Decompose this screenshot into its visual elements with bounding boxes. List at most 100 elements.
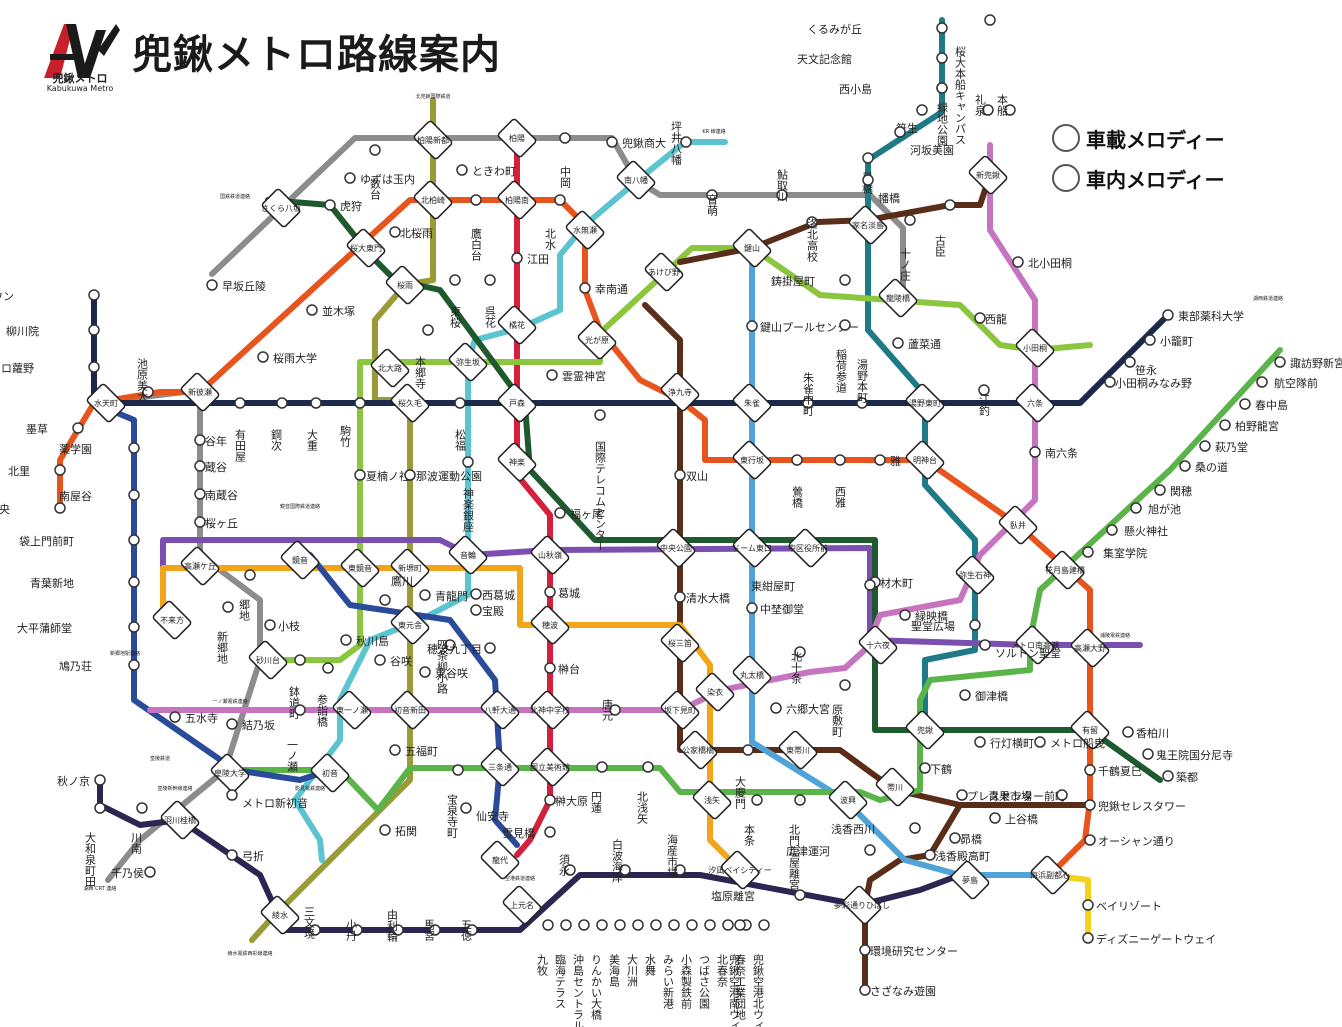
station[interactable]: 北浅矢 xyxy=(636,761,654,825)
station[interactable]: 高瀬ケ丘 xyxy=(180,546,220,586)
station[interactable]: 小枝 xyxy=(264,619,300,633)
station[interactable]: くるみが丘 xyxy=(807,22,948,36)
station[interactable]: 北春奈 xyxy=(716,919,734,987)
station[interactable]: 香柏川 xyxy=(1122,726,1169,740)
station[interactable]: 水天町 xyxy=(86,383,126,423)
station[interactable]: 雲霊神宮 xyxy=(546,369,606,383)
station[interactable]: メトロ南高瀬 xyxy=(1011,625,1059,665)
station[interactable]: 東元舎 xyxy=(390,605,430,645)
station[interactable]: 呉花 xyxy=(484,274,497,328)
station[interactable]: 築都 xyxy=(1162,770,1198,784)
station[interactable]: みらい新港 xyxy=(662,919,680,1009)
station[interactable]: 緑映橋 xyxy=(899,609,948,623)
station[interactable]: 榊大原 xyxy=(544,794,588,808)
station[interactable]: 砂川台 xyxy=(248,640,288,680)
station[interactable]: 柏陽南 xyxy=(497,180,537,220)
station[interactable]: 北桜雨 xyxy=(389,226,433,240)
station[interactable]: 秋川島 xyxy=(340,634,389,648)
station[interactable]: 穂波九丁目 xyxy=(427,642,496,656)
station[interactable]: 中岡 xyxy=(559,132,572,189)
station[interactable]: 兜鍬空港南ウィング xyxy=(728,919,746,1027)
station[interactable]: 西龍 xyxy=(974,312,1007,326)
station[interactable]: 皇陵大学 xyxy=(210,753,250,793)
station[interactable]: 朱雀中町 xyxy=(802,372,815,416)
station[interactable]: 公家橋橋 xyxy=(678,730,718,770)
station[interactable]: 福ヶ尾 xyxy=(554,507,603,521)
station[interactable]: 中区役所前 xyxy=(788,528,828,568)
station[interactable]: 南蔵谷 xyxy=(194,488,238,502)
station[interactable]: 汐凪ベイシティー xyxy=(708,850,772,890)
station[interactable]: 東紺屋町 xyxy=(751,579,876,593)
station[interactable]: 沖島セントラル xyxy=(572,919,590,1027)
station[interactable]: 北大路 xyxy=(370,348,410,388)
station[interactable]: 仙安寺 xyxy=(460,802,509,823)
station[interactable]: 駒竹 xyxy=(339,397,366,448)
station[interactable]: 拓関 xyxy=(379,824,417,838)
station[interactable]: 兜鍬商大 xyxy=(606,136,666,150)
station[interactable]: 柳川院 xyxy=(6,324,100,338)
station[interactable]: 浅香殿高町 xyxy=(924,849,990,863)
station[interactable]: メトロ船曳 xyxy=(1034,736,1105,750)
station[interactable]: 有留 xyxy=(1070,710,1110,750)
station[interactable]: 関穂 xyxy=(1154,484,1192,498)
station[interactable]: 池原美大 xyxy=(136,358,154,402)
station[interactable]: 国際テレコムセンター xyxy=(594,409,607,551)
station[interactable]: 小田桐みなみ野 xyxy=(1104,376,1192,390)
station[interactable]: 千乃侯 xyxy=(111,866,156,880)
station[interactable]: 青果市場 xyxy=(988,789,1068,803)
station[interactable]: 九牧 xyxy=(536,919,554,977)
station[interactable]: 西小島 xyxy=(839,82,948,96)
station[interactable]: 一ノ瀬 xyxy=(286,704,306,773)
station[interactable]: 大重 xyxy=(306,397,322,451)
station[interactable]: 須永 xyxy=(558,854,576,876)
station[interactable]: 行灯横町 xyxy=(974,736,1034,750)
station[interactable]: 本条 xyxy=(743,794,763,846)
station[interactable]: 下鶴 xyxy=(919,762,952,776)
station[interactable]: りんかい大橋 xyxy=(590,919,608,1021)
legend-incar-melody[interactable]: 車内メロディー xyxy=(1052,158,1225,198)
station[interactable]: 東部薬科大学 xyxy=(1162,309,1244,323)
station[interactable]: 蔵谷 xyxy=(194,460,227,474)
station[interactable]: 戸森 xyxy=(497,383,537,423)
station[interactable]: 東行坂 xyxy=(732,440,772,480)
station[interactable]: 早坂丘陵 xyxy=(206,279,266,293)
station[interactable]: 雪見橋 xyxy=(502,826,556,840)
station[interactable]: 龍代 xyxy=(480,840,520,880)
station[interactable]: 清水大橋 xyxy=(674,591,730,605)
station[interactable]: 東桜 xyxy=(449,274,462,329)
station[interactable]: 浅香西川 xyxy=(831,822,921,836)
station[interactable]: 中埜御堂 xyxy=(746,602,804,616)
station[interactable]: 不来方 xyxy=(152,600,192,640)
station[interactable]: 南六条 xyxy=(1029,446,1078,460)
station[interactable]: 兜鍬空港北ウィング xyxy=(752,919,770,1027)
station[interactable]: 東帯川 xyxy=(778,730,818,770)
station[interactable]: 大平蒲師堂 xyxy=(17,621,140,635)
station[interactable]: 昴橋 xyxy=(949,832,982,846)
station[interactable]: 千鶴夏巳 xyxy=(1084,764,1142,778)
station[interactable]: 朱雀 xyxy=(732,383,772,423)
station[interactable]: 笹永 xyxy=(1124,356,1157,377)
station[interactable]: 江釣 xyxy=(978,384,991,417)
station[interactable]: 海産市場 xyxy=(666,833,686,879)
station[interactable]: 薬学園 xyxy=(59,442,140,456)
station[interactable]: 原敷町 xyxy=(831,679,851,737)
station[interactable]: 南屋谷 xyxy=(59,489,140,503)
station[interactable]: 幡橋 xyxy=(862,174,900,205)
station[interactable]: 湖西ニュータウン xyxy=(0,289,100,303)
station[interactable]: 柏野龍宮 xyxy=(1219,419,1279,433)
station[interactable]: 八軒大通 xyxy=(480,690,520,730)
station[interactable]: 弥生石神 xyxy=(955,555,995,595)
station[interactable]: 小森製鉄前 xyxy=(680,919,698,1010)
station[interactable]: 花月島建橋 xyxy=(1045,550,1085,590)
station[interactable]: 北十条 xyxy=(790,646,806,684)
station[interactable]: 谷年 xyxy=(194,434,227,448)
station[interactable]: 小丹 xyxy=(345,919,363,942)
station[interactable]: あけび野 xyxy=(644,252,684,292)
station[interactable]: 大川洲 xyxy=(626,919,644,987)
station[interactable]: 西雅 xyxy=(834,454,847,508)
station[interactable]: 柏陽新都 xyxy=(413,120,453,160)
station[interactable]: 古臣 xyxy=(934,199,956,257)
station[interactable]: 有田屋 xyxy=(234,397,247,463)
station[interactable]: 春中島 xyxy=(1239,398,1288,412)
station[interactable]: 坪井八幡 xyxy=(670,121,692,166)
